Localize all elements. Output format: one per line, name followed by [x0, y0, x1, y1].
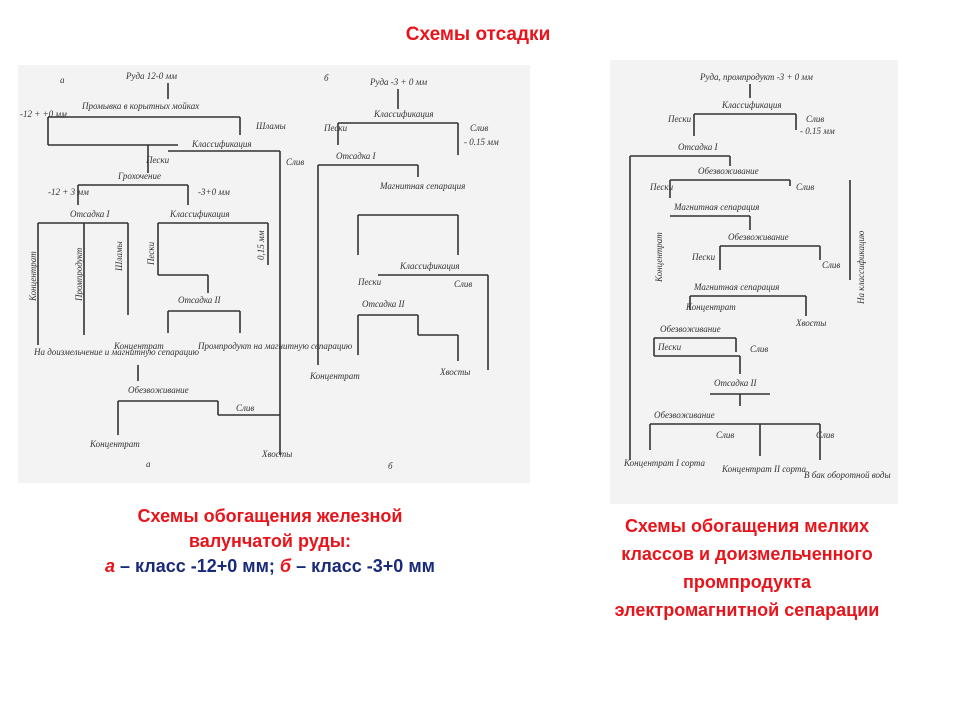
diagram-a-letter-bottom: а	[146, 459, 151, 469]
diagram-a-tailings: Хвосты	[261, 449, 292, 459]
diagram-a-jig2: Отсадка II	[178, 295, 222, 305]
diagram-a-feed: Руда 12-0 мм	[125, 71, 177, 81]
diagram-c-overflow2: Слив	[796, 182, 814, 192]
diagram-b-classification: Классификация	[373, 109, 434, 119]
diagram-a-minus-size: -3+0 мм	[198, 187, 230, 197]
diagram-a-sands2: Пески	[146, 241, 156, 266]
left-caption-class-a: – класс -12+0 мм;	[115, 556, 280, 576]
diagram-c-to-classification: На классификацию	[856, 230, 866, 305]
diagram-c-jig1: Отсадка I	[678, 142, 719, 152]
diagram-b-overflow2: Слив	[454, 279, 472, 289]
diagram-c-dewatering4: Обезвоживание	[654, 410, 715, 420]
diagram-a-wash: Промывка в корытных мойках	[81, 101, 199, 111]
diagram-a-to-grinding: На доизмельчение и магнитную сепарацию	[33, 347, 200, 357]
diagram-a-middlings: Промпродукт	[74, 247, 84, 302]
diagram-a-middlings-to-mag: Промпродукт на магнитную сепарацию	[197, 341, 353, 351]
diagram-b-jig2: Отсадка II	[362, 299, 406, 309]
diagram-a-classification2: Классификация	[169, 209, 230, 219]
diagram-a-dewatering: Обезвоживание	[128, 385, 189, 395]
diagram-a-overflow2: Слив	[236, 403, 254, 413]
diagram-c-sands: Пески	[667, 114, 692, 124]
diagram-c-dewatering2: Обезвоживание	[728, 232, 789, 242]
diagram-c-overflow4: Слив	[750, 344, 768, 354]
diagram-c-dewatering1: Обезвоживание	[698, 166, 759, 176]
diagram-a-concentrate-final: Концентрат	[89, 439, 140, 449]
diagram-a-fine: 0,15 мм	[256, 230, 266, 260]
right-caption-line4: электромагнитной сепарации	[614, 600, 880, 620]
diagram-c-concentrate2: Концентрат	[685, 302, 736, 312]
diagram-b-concentrate: Концентрат	[309, 371, 360, 381]
diagram-a-coarse: -12 + +0 мм	[20, 109, 67, 119]
diagram-c-tailings: Хвосты	[795, 318, 826, 328]
diagram-b-sands: Пески	[323, 123, 348, 133]
diagram-a-classification: Классификация	[191, 139, 252, 149]
diagram-b-overflow: Слив	[470, 123, 488, 133]
diagram-b-jig1: Отсадка I	[336, 151, 377, 161]
diagram-b-classification2: Классификация	[399, 261, 460, 271]
left-caption-letter-a: а	[105, 556, 116, 576]
right-caption: Схемы обогащения мелких классов и доизме…	[552, 512, 942, 624]
left-caption-line3: а – класс -12+0 мм; б – класс -3+0 мм	[60, 554, 480, 579]
diagram-c-sands3: Пески	[691, 252, 716, 262]
diagram-c-jig2: Отсадка II	[714, 378, 758, 388]
diagram-c-mag-sep1: Магнитная сепарация	[673, 202, 759, 212]
diagram-b-tailings: Хвосты	[439, 367, 470, 377]
diagram-b-letter-top: б	[324, 73, 329, 83]
diagram-a-slimes2: Шламы	[114, 241, 124, 272]
diagram-b-overflow-size: - 0.15 мм	[464, 137, 499, 147]
diagram-b-letter-bottom: б	[388, 461, 393, 471]
diagram-a-concentrate: Концентрат	[28, 251, 38, 302]
diagram-c-concentrate-side: Концентрат	[654, 232, 664, 283]
left-caption-class-b: – класс -3+0 мм	[291, 556, 435, 576]
diagram-b-sands2: Пески	[357, 277, 382, 287]
diagram-b-mag-sep: Магнитная сепарация	[379, 181, 465, 191]
flowsheet-image-left: а Руда 12-0 мм Промывка в корытных мойка…	[18, 65, 530, 483]
diagram-c-concentrate-grade2: Концентрат II сорта	[721, 464, 807, 474]
left-caption-letter-b: б	[279, 556, 292, 576]
diagram-c-overflow6: Слив	[816, 430, 834, 440]
diagram-a-concentrate2: Концентрат	[113, 341, 164, 351]
diagram-c-sands4: Пески	[657, 342, 682, 352]
diagram-c-sands2: Пески	[649, 182, 674, 192]
diagram-c-overflow3: Слив	[822, 260, 840, 270]
diagram-a-plus-size: -12 + 3 мм	[48, 187, 89, 197]
left-caption: Схемы обогащения железной валунчатой руд…	[60, 504, 480, 579]
diagram-c-mag-sep2: Магнитная сепарация	[693, 282, 779, 292]
diagram-a-overflow: Слив	[286, 157, 304, 167]
left-caption-line2: валунчатой руды:	[188, 531, 352, 551]
diagram-c-overflow: Слив	[806, 114, 824, 124]
page-title: Схемы отсадки	[405, 24, 551, 45]
flowsheet-image-right: Руда, промпродукт -3 + 0 мм Классификаци…	[610, 60, 898, 504]
diagram-c-concentrate-grade1: Концентрат I сорта	[623, 458, 706, 468]
left-caption-line1: Схемы обогащения железной	[137, 506, 403, 526]
diagram-a-screening: Грохочение	[117, 171, 161, 181]
right-caption-line3: промпродукта	[682, 572, 812, 592]
diagram-c-dewatering3: Обезвоживание	[660, 324, 721, 334]
diagram-c-to-tank: В бак оборотной воды	[804, 470, 891, 480]
diagram-c-classification: Классификация	[721, 100, 782, 110]
right-caption-line2: классов и доизмельченного	[621, 544, 873, 564]
diagram-a-sands: Пески	[145, 155, 170, 165]
diagram-a-jig1: Отсадка I	[70, 209, 111, 219]
diagram-a-slimes: Шламы	[255, 121, 286, 131]
right-caption-line1: Схемы обогащения мелких	[624, 516, 870, 536]
diagram-c-overflow-size: - 0.15 мм	[800, 126, 835, 136]
diagram-a-letter-top: а	[60, 75, 65, 85]
diagram-b-feed: Руда -3 + 0 мм	[369, 77, 427, 87]
diagram-c-feed: Руда, промпродукт -3 + 0 мм	[699, 72, 813, 82]
diagram-c-overflow5: Слив	[716, 430, 734, 440]
